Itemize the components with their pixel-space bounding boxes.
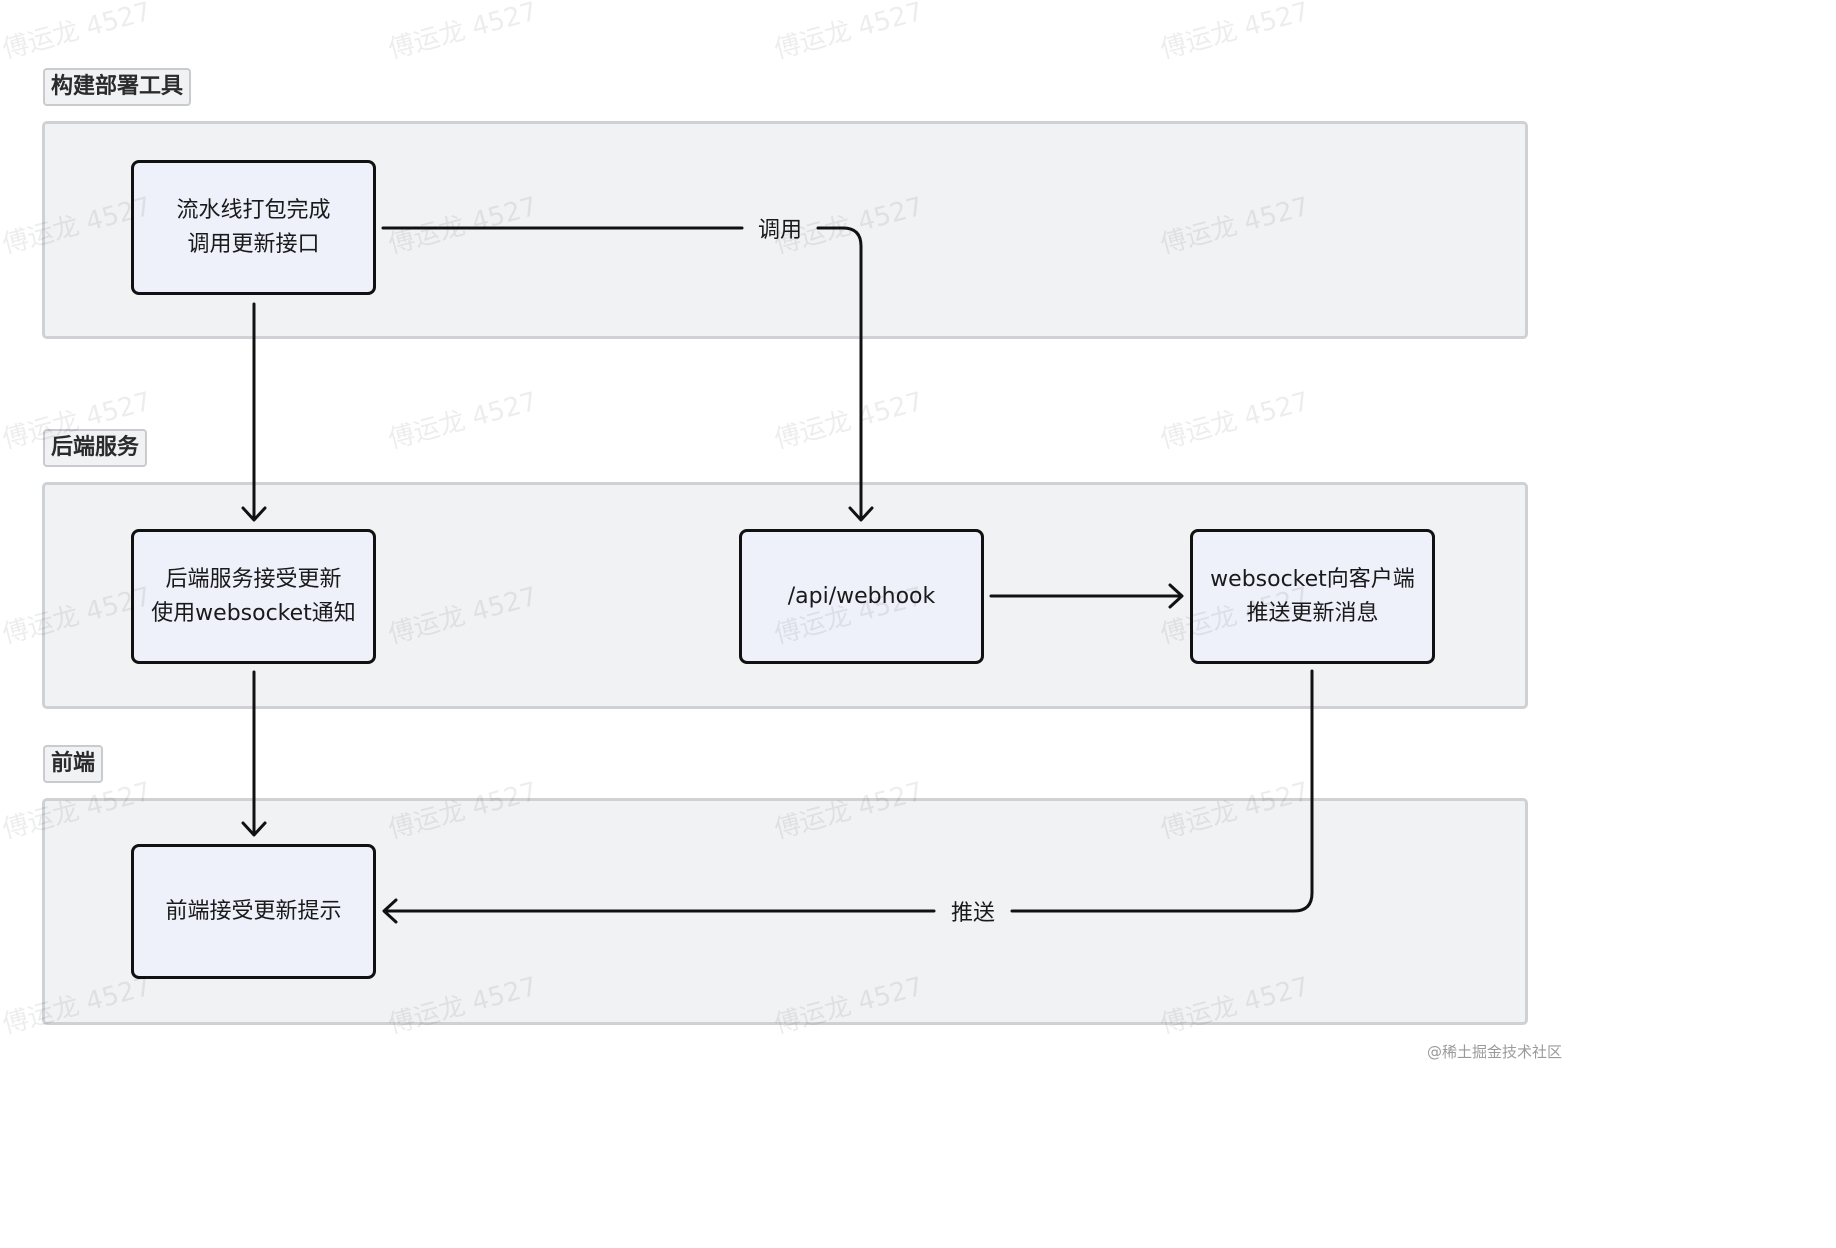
node-webhook-line-1: /api/webhook (787, 583, 936, 609)
edges-layer: 调用 推送 (241, 218, 1314, 926)
node-api-webhook: /api/webhook (739, 529, 984, 664)
lane-label-build: 构建部署工具 (43, 68, 192, 106)
node-ws-line-1: websocket向客户端 (1210, 566, 1415, 592)
node-pipeline-line-1: 流水线打包完成 (176, 197, 331, 223)
node-backend-line-1: 后端服务接受更新 (165, 566, 342, 592)
lane-label-backend: 后端服务 (43, 429, 148, 467)
edge-pipeline-to-webhook-segment-2 (816, 226, 863, 521)
lane-label-frontend: 前端 (43, 745, 104, 783)
edge-pipeline-to-webhook-arrowhead (848, 506, 874, 522)
node-frontend-line-1: 前端接受更新提示 (165, 898, 342, 924)
node-ws-line-2: 推送更新消息 (1246, 600, 1379, 626)
edge-webhook-to-ws-arrowhead (1168, 583, 1184, 609)
footer-watermark: @稀土掘金技术社区 (1426, 1043, 1562, 1061)
edge-ws-to-frontend-arrowhead (382, 898, 398, 924)
edge-ws-to-frontend-segment-1 (1010, 669, 1314, 913)
node-websocket-push: websocket向客户端 推送更新消息 (1190, 529, 1435, 664)
edge-label-push: 推送 (951, 901, 995, 926)
edge-pipeline-to-backend-arrowhead (241, 506, 267, 522)
edge-backend-to-frontend-arrowhead (241, 821, 267, 837)
node-frontend-prompt: 前端接受更新提示 (131, 844, 376, 979)
edge-label-call: 调用 (758, 218, 802, 243)
node-backend-notify: 后端服务接受更新 使用websocket通知 (131, 529, 376, 664)
node-pipeline-line-2: 调用更新接口 (187, 231, 320, 257)
node-backend-line-2: 使用websocket通知 (151, 600, 356, 626)
node-pipeline-complete: 流水线打包完成 调用更新接口 (131, 160, 376, 295)
